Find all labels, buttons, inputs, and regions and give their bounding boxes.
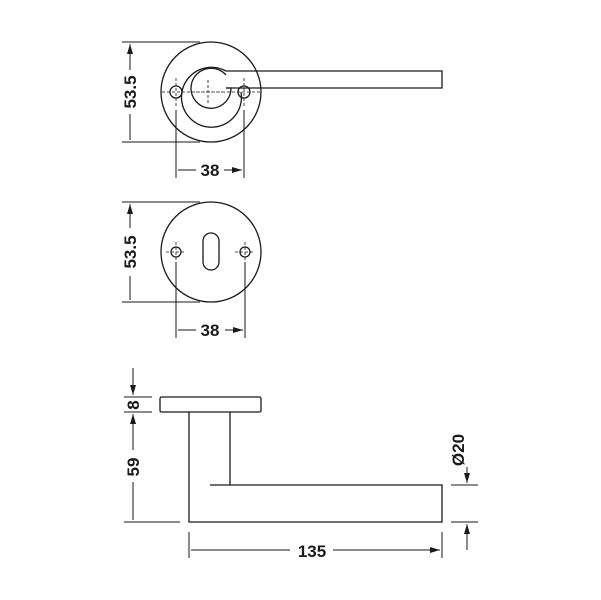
lever-arm: [226, 70, 443, 89]
front-view-escutcheon: 53.5 38: [121, 201, 262, 340]
length-dimension: 135: [298, 542, 326, 561]
rose-outline: [160, 41, 262, 143]
hole-spacing-dimension: 38: [201, 321, 220, 340]
lever-neck-outer-arc: [180, 66, 243, 128]
keyhole-slot: [202, 232, 220, 271]
diameter-dimension: Ø20: [449, 434, 468, 466]
side-view: 8 59 135 Ø20: [124, 368, 478, 561]
escutcheon-outline: [160, 201, 262, 303]
center-lines: [162, 78, 262, 106]
front-view-with-lever: 53.5 38: [121, 41, 443, 180]
screw-hole-left: [169, 85, 183, 99]
projection-dimension: 59: [124, 458, 143, 477]
height-dimension: 53.5: [121, 75, 140, 108]
hole-spacing-dimension: 38: [201, 161, 220, 180]
height-dimension: 53.5: [121, 235, 140, 268]
lever-profile: [188, 412, 443, 523]
lever-neck-inner-arc: [190, 67, 232, 109]
rose-plate: [159, 396, 262, 413]
rose-thickness-dimension: 8: [124, 400, 143, 409]
